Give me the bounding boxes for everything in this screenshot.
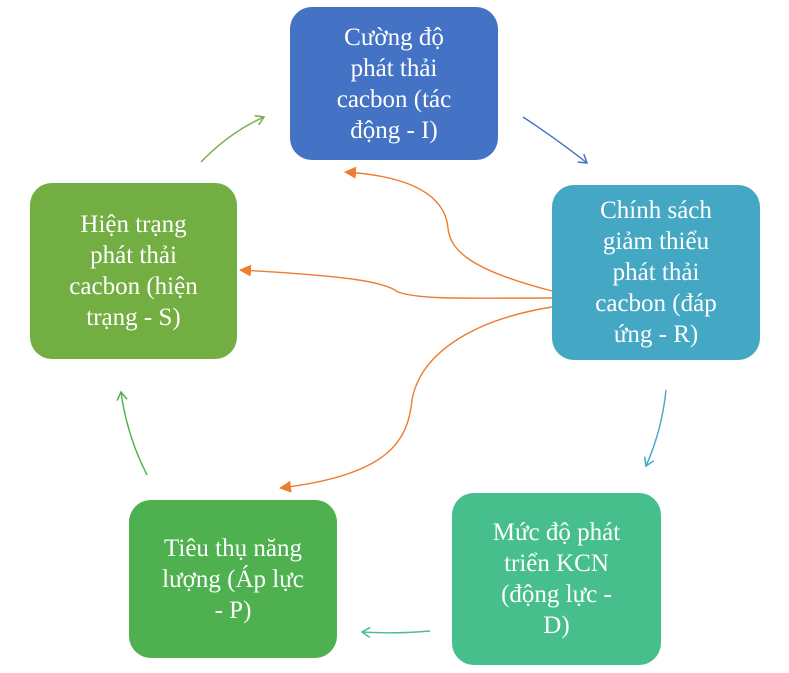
arrow-response-to-state bbox=[239, 264, 553, 299]
node-impact: Cường độ phát thải cacbon (tác động - I) bbox=[290, 7, 498, 160]
arrow-response-to-driver bbox=[643, 389, 667, 468]
node-response: Chính sách giảm thiểu phát thải cacbon (… bbox=[552, 185, 760, 360]
arrow-driver-to-pressure bbox=[360, 626, 431, 639]
arrow-impact-to-response bbox=[522, 116, 589, 164]
node-impact-label: Cường độ phát thải cacbon (tác động - I) bbox=[336, 23, 452, 144]
node-driver-label: Mức độ phát triển KCN (động lực - D) bbox=[492, 519, 621, 639]
node-state: Hiện trạng phát thải cacbon (hiện trạng … bbox=[30, 183, 237, 359]
arrow-response-to-pressure bbox=[279, 306, 553, 493]
node-driver: Mức độ phát triển KCN (động lực - D) bbox=[452, 493, 661, 665]
node-pressure: Tiêu thụ năng lượng (Áp lực - P) bbox=[129, 500, 337, 658]
node-pressure-label: Tiêu thụ năng lượng (Áp lực - P) bbox=[162, 534, 304, 624]
node-state-label: Hiện trạng phát thải cacbon (hiện trạng … bbox=[69, 211, 198, 331]
arrow-pressure-to-state bbox=[116, 390, 148, 476]
arrow-response-to-impact bbox=[344, 166, 553, 292]
node-response-label: Chính sách giảm thiểu phát thải cacbon (… bbox=[595, 197, 717, 348]
arrow-state-to-impact bbox=[200, 114, 266, 163]
